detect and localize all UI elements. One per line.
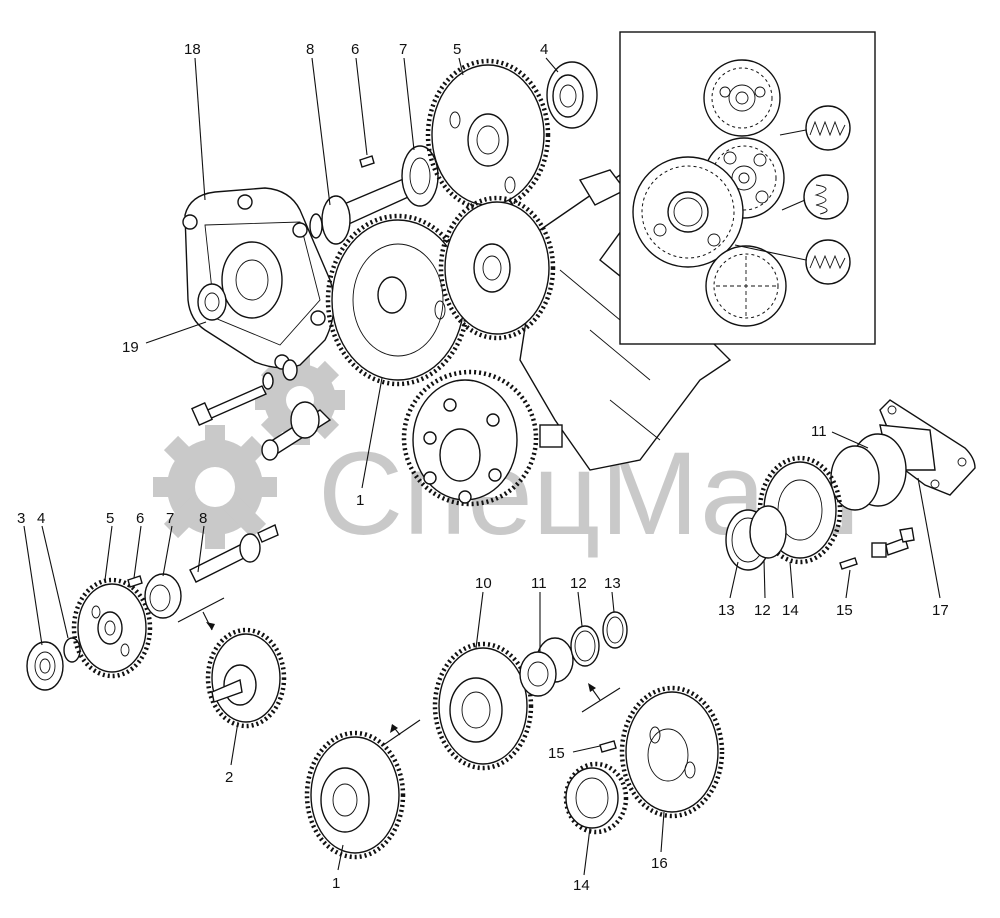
gear-5-upper [425, 58, 551, 212]
rings-12-13-right [725, 505, 787, 571]
bearing-3 [26, 641, 64, 691]
callout-5-lower: 5 [106, 510, 114, 527]
ring-13-lower [602, 611, 628, 649]
callout-16: 16 [651, 855, 668, 872]
callout-4-upper: 4 [540, 41, 548, 58]
spacer-11-lower [519, 637, 574, 697]
inset-gear-top [703, 59, 781, 137]
callout-19: 19 [122, 339, 139, 356]
callout-4-lower: 4 [37, 510, 45, 527]
tooth-detail-icons [734, 105, 851, 285]
housing-bolt [191, 359, 298, 426]
callout-labels: 18 8 6 7 5 4 19 1 3 4 5 6 7 8 2 1 10 11 … [17, 41, 949, 894]
callout-12-lower: 12 [570, 575, 587, 592]
callout-13-lower: 13 [604, 575, 621, 592]
right-assembly [725, 399, 976, 599]
callout-5-upper: 5 [453, 41, 461, 58]
bearing-4-upper [546, 61, 598, 129]
callout-18: 18 [184, 41, 201, 58]
callout-6-upper: 6 [351, 41, 359, 58]
callout-8-lower: 8 [199, 510, 207, 527]
inset-detail [619, 31, 876, 345]
gear-10 [432, 641, 534, 771]
ring-12-lower [570, 625, 600, 667]
inset-gear-left [632, 156, 744, 268]
key-6-lower [127, 575, 143, 588]
arrow-direction-1 [177, 597, 225, 631]
callout-14-right: 14 [782, 602, 799, 619]
gear-1-lower [304, 730, 406, 860]
callout-2: 2 [225, 769, 233, 786]
lower-middle-exploded [432, 611, 725, 835]
key-6 [359, 155, 375, 168]
gear-1-upper [325, 213, 471, 387]
lower-left-exploded [26, 524, 421, 860]
shaft-11-right [830, 424, 936, 511]
callout-7-upper: 7 [399, 41, 407, 58]
gear-2 [205, 627, 287, 729]
bearing-7 [401, 145, 439, 207]
callout-11-lower: 11 [531, 575, 547, 592]
callout-10: 10 [475, 575, 492, 592]
callout-3: 3 [17, 510, 25, 527]
callout-8-upper: 8 [306, 41, 314, 58]
inset-gear-bottom [705, 245, 787, 327]
bearing-7-lower [144, 573, 182, 619]
gear-14-lower [563, 761, 629, 835]
callout-6-lower: 6 [136, 510, 144, 527]
key-15-lower [599, 740, 617, 753]
callout-1-upper: 1 [356, 492, 364, 509]
gear-16 [619, 685, 725, 819]
callout-14-lower: 14 [573, 877, 590, 894]
callout-11-right: 11 [811, 423, 827, 440]
gear-housing-18 [182, 187, 335, 370]
upper-assembly [145, 57, 732, 507]
washer-4-lower [63, 637, 81, 663]
key-15-right [839, 557, 858, 570]
shaft-8-lower [189, 524, 279, 583]
watermark-gear-icon [153, 355, 345, 549]
callout-15-lower: 15 [548, 745, 565, 762]
callout-12-right: 12 [754, 602, 771, 619]
gear-5-lower [71, 577, 153, 679]
lower-leader-lines [23, 525, 665, 876]
right-leader-lines [729, 431, 941, 599]
bolt-right [871, 527, 915, 558]
arrow-direction-3 [581, 683, 621, 713]
callout-17: 17 [932, 602, 949, 619]
idler-stub-shaft [261, 401, 332, 461]
gear-middle-upper [438, 195, 556, 341]
callout-15-right: 15 [836, 602, 853, 619]
arrow-direction-2 [381, 719, 421, 747]
callout-13-right: 13 [718, 602, 735, 619]
upper-leader-lines [145, 57, 559, 489]
callout-1-lower: 1 [332, 875, 340, 892]
crank-gear-front [401, 369, 539, 507]
callout-7-lower: 7 [166, 510, 174, 527]
